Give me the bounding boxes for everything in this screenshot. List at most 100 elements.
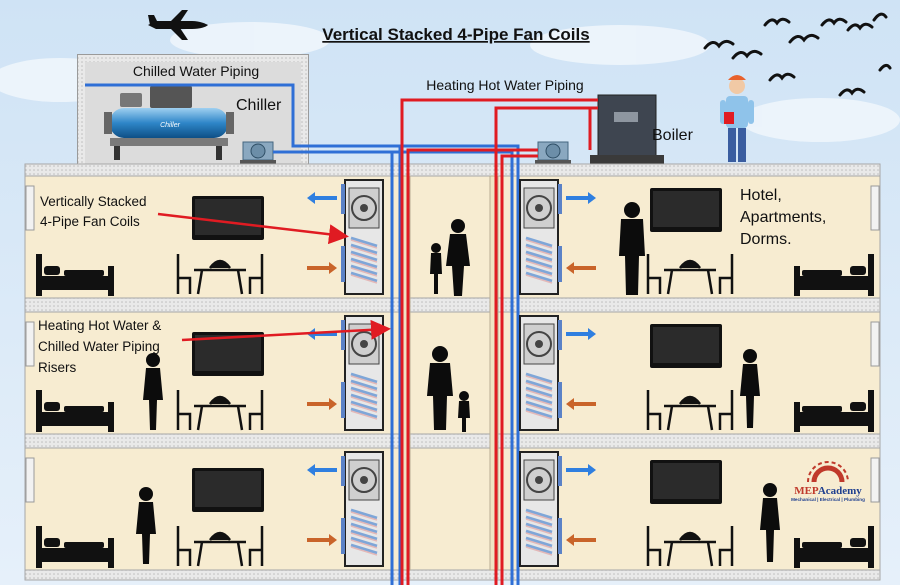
dining-set-icon [646, 254, 734, 295]
fan-coil-unit [519, 451, 596, 567]
person-silhouette [446, 219, 470, 296]
supply-air-arrow [566, 464, 596, 476]
piping-risers [85, 83, 598, 585]
return-air-arrow [307, 398, 337, 410]
heating-hot-water-piping-label: Heating Hot Water Piping [426, 77, 583, 93]
stacked-fan-coils-callout: Vertically Stacked 4-Pipe Fan Coils [40, 194, 150, 229]
people-silhouettes [136, 202, 780, 564]
return-air-arrow [566, 262, 596, 274]
bed-icon [794, 254, 874, 296]
fan-coil-unit [519, 179, 596, 295]
tv-icon [650, 460, 722, 504]
chiller-room-roof [78, 55, 308, 62]
child-silhouette [430, 243, 442, 294]
bed-icon [36, 254, 114, 296]
return-grille [341, 382, 345, 418]
supply-grille [558, 456, 562, 486]
airplane-icon [148, 10, 208, 40]
return-grille [558, 382, 562, 418]
tv-icon [192, 468, 264, 512]
floor-slab [24, 433, 881, 449]
dining-set-icon [176, 254, 264, 295]
fan-coil-unit [519, 315, 596, 431]
return-grille [341, 246, 345, 282]
person-silhouette [740, 349, 760, 428]
pump-icon [240, 141, 276, 164]
bird-icon [703, 12, 892, 97]
floor-2 [24, 311, 881, 435]
boiler-label: Boiler [652, 127, 694, 144]
chiller-label: Chiller [236, 97, 282, 114]
tv-icon [192, 332, 264, 376]
supply-air-arrow [566, 192, 596, 204]
gear-icon [811, 465, 845, 483]
risers-callout: Heating Hot Water & Chilled Water Piping… [38, 318, 165, 375]
dining-set-icon [176, 390, 264, 431]
supply-air-arrow [307, 328, 337, 340]
tv-icon [650, 324, 722, 368]
building-uses-label: Hotel, Apartments, Dorms. [740, 187, 831, 248]
tv-icon [192, 196, 264, 240]
floor-slab [24, 297, 881, 313]
supply-grille [341, 456, 345, 486]
person-silhouette [136, 487, 156, 564]
fan-coil-units [307, 179, 596, 567]
bed-icon [36, 390, 114, 432]
bed-icon [36, 526, 114, 568]
diagram-title: Vertical Stacked 4-Pipe Fan Coils [322, 25, 589, 44]
chilled-water-pipe [85, 83, 402, 585]
hot-water-pipe [400, 98, 598, 585]
person-silhouette [143, 353, 163, 430]
hot-water-pipe [494, 106, 598, 585]
fan-coil-unit [307, 179, 384, 295]
chiller-room-wall-right [301, 55, 308, 170]
dining-set-icon [646, 526, 734, 567]
hot-water-pipe [500, 154, 538, 585]
corridor-wall-right [489, 175, 499, 571]
dining-set-icon [176, 526, 264, 567]
boiler-unit [590, 94, 664, 165]
fan-coil-unit [307, 451, 384, 567]
return-air-arrow [307, 534, 337, 546]
person-silhouette [427, 346, 453, 430]
return-grille [558, 246, 562, 282]
chiller-unit: Chiller [104, 86, 234, 160]
dining-set-icon [646, 390, 734, 431]
callout-arrow [157, 212, 349, 245]
supply-grille [558, 320, 562, 350]
bed-icon [794, 390, 874, 432]
supply-air-arrow [566, 328, 596, 340]
floor-3 [24, 447, 881, 571]
supply-air-arrow [307, 464, 337, 476]
mep-academy-logo: MEPAcademy Mechanical | Electrical | Plu… [791, 461, 865, 502]
bed-icon [794, 526, 874, 568]
supply-grille [341, 320, 345, 350]
return-grille [558, 518, 562, 554]
return-grille [341, 518, 345, 554]
callout-arrow [181, 319, 391, 342]
window [25, 185, 880, 503]
chilled-water-pipe [392, 150, 514, 585]
supply-grille [558, 184, 562, 214]
person-silhouette [619, 202, 645, 295]
return-air-arrow [566, 398, 596, 410]
return-air-arrow [566, 534, 596, 546]
person-silhouette [760, 483, 780, 562]
chilled-water-pipe [400, 144, 520, 585]
engineer-figure [720, 75, 754, 162]
logo-tagline: Mechanical | Electrical | Plumbing [791, 497, 865, 502]
ground-slab [24, 569, 881, 581]
logo-name: MEPAcademy [794, 485, 862, 497]
child-silhouette [458, 391, 470, 432]
hot-water-pipe [406, 148, 538, 585]
roof-slab [24, 163, 881, 177]
return-air-arrow [307, 262, 337, 274]
chilled-water-piping-label: Chilled Water Piping [133, 63, 259, 79]
chiller-tag: Chiller [160, 122, 181, 129]
chiller-room-wall-left [78, 55, 85, 170]
supply-air-arrow [307, 192, 337, 204]
tv-icon [650, 188, 722, 232]
furniture [36, 188, 874, 568]
